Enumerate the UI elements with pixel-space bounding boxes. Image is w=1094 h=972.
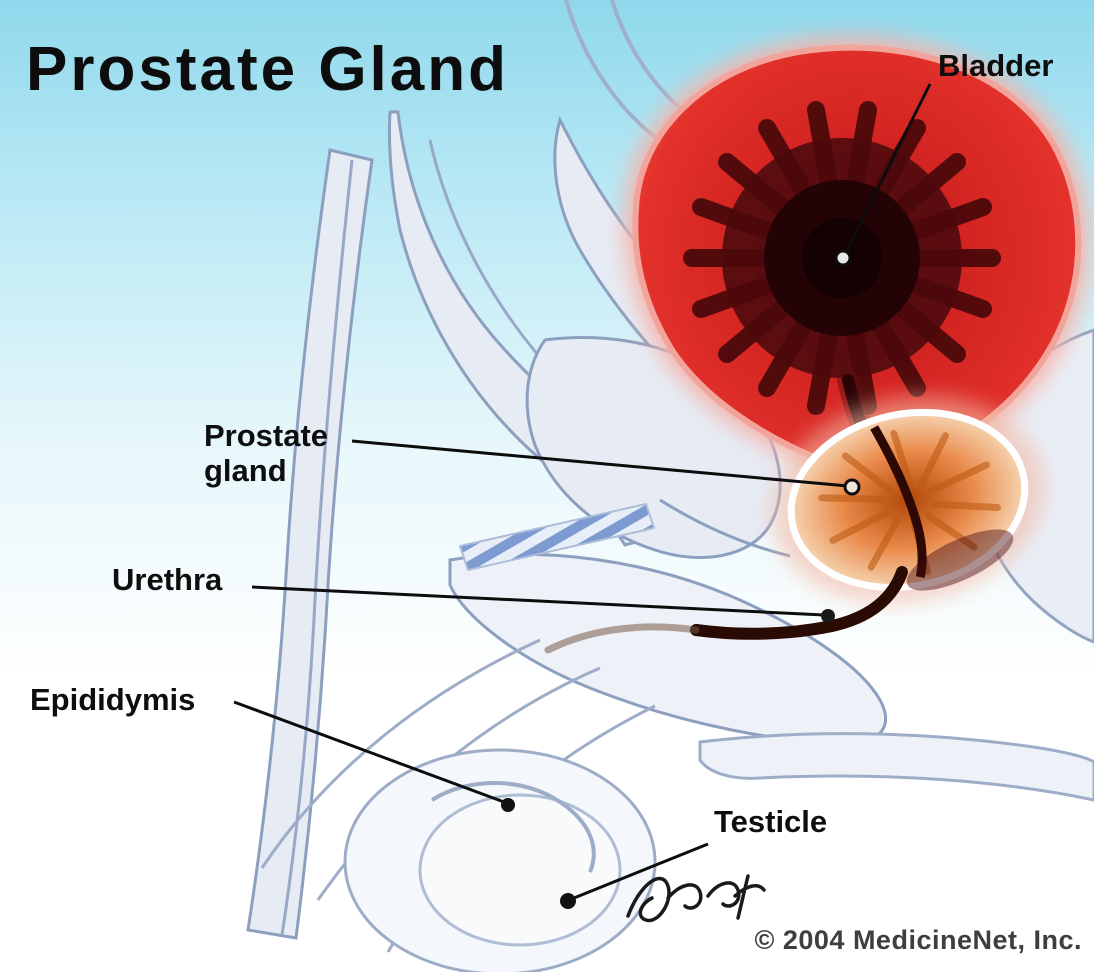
leader-lines bbox=[233, 83, 932, 900]
artist-signature bbox=[626, 874, 766, 923]
urethra-group bbox=[544, 566, 908, 654]
leader-line-prostate bbox=[351, 439, 849, 488]
vas-deferens-line bbox=[659, 498, 791, 558]
bladder-group bbox=[623, 35, 1091, 525]
leader-line-bladder bbox=[844, 83, 932, 253]
seminal-shadow bbox=[906, 529, 1014, 591]
label-prostate-line1: Prostate bbox=[204, 418, 329, 453]
leader-dot-epididymis bbox=[501, 798, 515, 812]
spermatic-cord-shape bbox=[246, 148, 374, 940]
leader-line-urethra bbox=[251, 585, 825, 617]
label-urethra: Urethra bbox=[112, 562, 223, 597]
penis-shaft-line-3 bbox=[260, 638, 541, 869]
prostate-group bbox=[771, 396, 1045, 604]
bladder-interior-folds bbox=[683, 101, 1001, 415]
page-title: Prostate Gland bbox=[26, 35, 509, 104]
pubic-hatch-band bbox=[459, 503, 655, 571]
leader-dot-urethra bbox=[821, 609, 835, 623]
label-bladder: Bladder bbox=[938, 48, 1054, 83]
leader-dot-testicle bbox=[560, 893, 576, 909]
copyright-notice: © 2004 MedicineNet, Inc. bbox=[754, 925, 1082, 955]
label-prostate-line2: gland bbox=[204, 453, 287, 488]
urethra-path bbox=[690, 566, 908, 640]
leader-line-testicle bbox=[573, 842, 709, 900]
label-prostate-gland: Prostate gland bbox=[204, 418, 328, 488]
leader-dot-prostate bbox=[843, 478, 861, 496]
urethra-fade bbox=[544, 623, 700, 654]
label-epididymis: Epididymis bbox=[30, 682, 196, 717]
label-testicle: Testicle bbox=[714, 804, 828, 839]
leader-dot-bladder bbox=[834, 249, 852, 267]
leader-line-epididymis bbox=[233, 700, 505, 804]
epididymis-curve bbox=[430, 781, 596, 873]
prostatic-urethra bbox=[870, 425, 927, 579]
